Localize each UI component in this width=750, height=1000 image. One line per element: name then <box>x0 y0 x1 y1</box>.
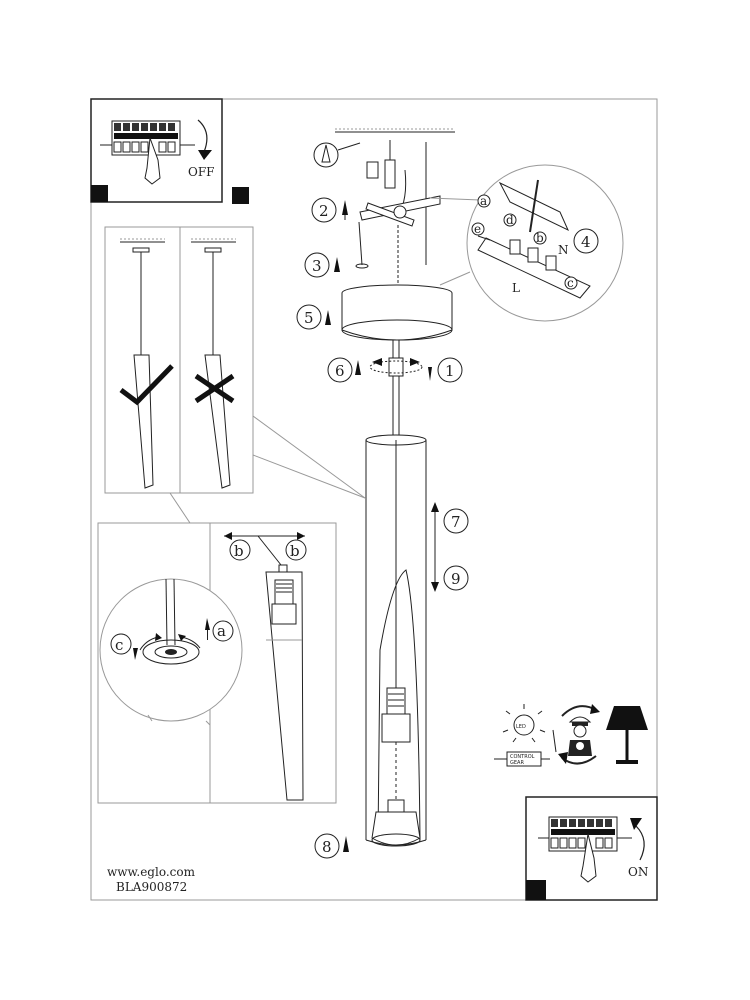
hand-icon <box>144 137 161 185</box>
step-2-label: 2 <box>319 202 329 220</box>
terminal-wiring-detail: a d b e c N L <box>439 164 624 322</box>
step-markers: 2 3 4 5 6 1 7 9 8 <box>296 197 599 859</box>
step-5-label: 5 <box>304 309 314 327</box>
switch-off-arrow-icon <box>197 119 208 153</box>
breaker-icon <box>100 120 195 156</box>
orientation-comparison-panel <box>104 226 366 524</box>
corner-block-icon <box>526 880 546 900</box>
table-lamp-icon <box>606 706 648 764</box>
letter-c-detail-label: c <box>567 276 574 290</box>
cable-adjust-detail-panel: c a b b <box>97 522 337 804</box>
checkmark-icon <box>119 364 174 406</box>
step-7-label: 7 <box>451 513 461 531</box>
letter-b-left-label: b <box>234 542 244 560</box>
letter-a-detail-label: a <box>480 194 487 208</box>
letter-b-detail-label: b <box>536 231 544 245</box>
cross-icon <box>194 373 235 404</box>
letter-e-label: e <box>474 222 481 236</box>
screwdriver-icon <box>321 144 331 163</box>
ceiling-mount-assembly <box>313 128 481 440</box>
switch-on-arrow-icon <box>635 825 645 861</box>
neutral-label: N <box>558 243 569 257</box>
letter-d-label: d <box>506 213 514 227</box>
breaker-on-panel: ON <box>525 796 658 901</box>
step-4-label: 4 <box>581 233 591 251</box>
control-gear-label-2: GEAR <box>510 760 524 766</box>
step-6-label: 6 <box>335 362 345 380</box>
breaker-icon <box>538 816 632 852</box>
control-gear-icon: CONTROL GEAR <box>494 751 550 767</box>
page-frame <box>90 98 658 901</box>
info-icons: LED CONTROL GEAR <box>494 704 648 767</box>
letter-c-label: c <box>115 636 123 654</box>
step-8-label: 8 <box>322 838 332 856</box>
lamp-body <box>365 420 439 847</box>
corner-block-icon <box>91 185 108 202</box>
letter-b-right-label: b <box>290 542 300 560</box>
control-gear-label-1: CONTROL <box>510 754 535 760</box>
off-label: OFF <box>188 165 215 179</box>
hand-icon <box>580 833 597 883</box>
website-text: www.eglo.com <box>107 865 195 879</box>
led-bulb-icon: LED <box>502 704 546 743</box>
on-label: ON <box>628 865 648 879</box>
document-code-text: BLA900872 <box>116 880 188 894</box>
letter-a-label: a <box>217 622 226 640</box>
step-1-label: 1 <box>445 362 455 380</box>
step-9-label: 9 <box>451 570 461 588</box>
gu10-bulb-icon <box>371 799 421 847</box>
led-label: LED <box>516 724 526 730</box>
breaker-off-panel: OFF <box>90 98 249 204</box>
technician-icon <box>552 704 600 765</box>
corner-block-icon <box>232 187 249 204</box>
step-3-label: 3 <box>312 257 322 275</box>
live-label: L <box>512 281 520 295</box>
